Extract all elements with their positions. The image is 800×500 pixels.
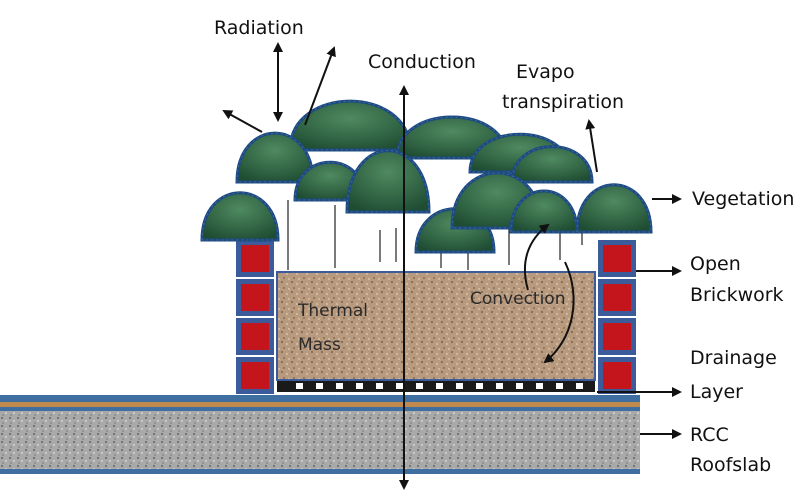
evapotranspiration-arrow — [585, 119, 598, 173]
evapotranspiration-label-line1: Evapo — [516, 61, 575, 83]
heat-flow-arrows — [222, 42, 682, 490]
conduction-label: Conduction — [368, 51, 476, 73]
tree-canopy — [575, 183, 653, 234]
drainage-perforation — [296, 383, 303, 389]
tree-canopy-texture — [511, 146, 593, 183]
radiation-label: Radiation — [214, 17, 304, 39]
vegetation-trunks — [287, 200, 583, 270]
tree-canopy-texture — [346, 150, 430, 213]
evapotranspiration-label-line2: transpiration — [502, 91, 625, 113]
brick-right-core — [603, 245, 631, 272]
drainage-perforation — [316, 383, 323, 389]
tree-canopy-texture — [201, 192, 279, 241]
drainage-perforation — [516, 383, 523, 389]
open-brickwork — [236, 240, 636, 394]
tree-canopy-shape — [200, 191, 280, 242]
convection-arrow-down — [543, 261, 575, 364]
brick-right-core — [603, 362, 631, 389]
tree-canopy-texture — [396, 116, 508, 159]
rcc-roofslab-label-line2: Roofslab — [690, 454, 772, 476]
drainage-perforation — [436, 383, 443, 389]
drainage-perforation — [416, 383, 423, 389]
tree-canopy — [345, 149, 431, 214]
drainage-perforation — [396, 383, 403, 389]
drainage-perforation — [556, 383, 563, 389]
drainage-layer — [277, 380, 595, 392]
rcc-roofslab-label-line1: RCC — [690, 424, 729, 446]
tree-canopy — [200, 191, 280, 242]
convection-label: Convection — [470, 289, 566, 309]
vegetation-label: Vegetation — [692, 188, 795, 210]
vegetation-canopy — [200, 99, 653, 254]
tree-canopy-shape — [288, 99, 412, 152]
tree-canopy-texture — [289, 100, 411, 151]
tree-canopy — [288, 99, 412, 152]
drainage-perforation — [476, 383, 483, 389]
tree-canopy-texture — [415, 208, 495, 253]
brick-left-core — [241, 284, 269, 311]
convection-arrow-up — [523, 223, 550, 291]
drainage-perforation — [356, 383, 363, 389]
drainage-perforation — [536, 383, 543, 389]
thermal-mass-label-line2: Mass — [298, 335, 341, 355]
tree-canopy-shape — [575, 183, 653, 234]
brick-left-core — [241, 245, 269, 272]
drainage-perforation — [336, 383, 343, 389]
brick-right-core — [603, 323, 631, 350]
drainage-layer-label-line2: Layer — [690, 381, 743, 403]
tree-canopy — [510, 145, 594, 184]
drainage-perforation — [376, 383, 383, 389]
tree-canopy-texture — [451, 172, 543, 229]
open-brickwork-label-line1: Open — [690, 253, 741, 275]
brick-left-core — [241, 362, 269, 389]
brick-right-core — [603, 284, 631, 311]
rcc-roof-slab — [0, 395, 640, 474]
brick-left-core — [241, 323, 269, 350]
drainage-layer-label-line1: Drainage — [690, 347, 777, 369]
radiation-arrow-up-left — [222, 110, 263, 133]
drainage-perforation — [496, 383, 503, 389]
radiation-arrow-up-right — [304, 46, 336, 126]
tree-canopy-shape — [345, 149, 431, 214]
open-brickwork-label-line2: Brickwork — [690, 284, 784, 306]
thermal-mass-label-line1: Thermal — [298, 301, 369, 321]
drainage-perforation — [576, 383, 583, 389]
tree-canopy-texture — [576, 184, 652, 233]
drainage-perforation — [456, 383, 463, 389]
thermal-mass-soil — [276, 271, 596, 381]
